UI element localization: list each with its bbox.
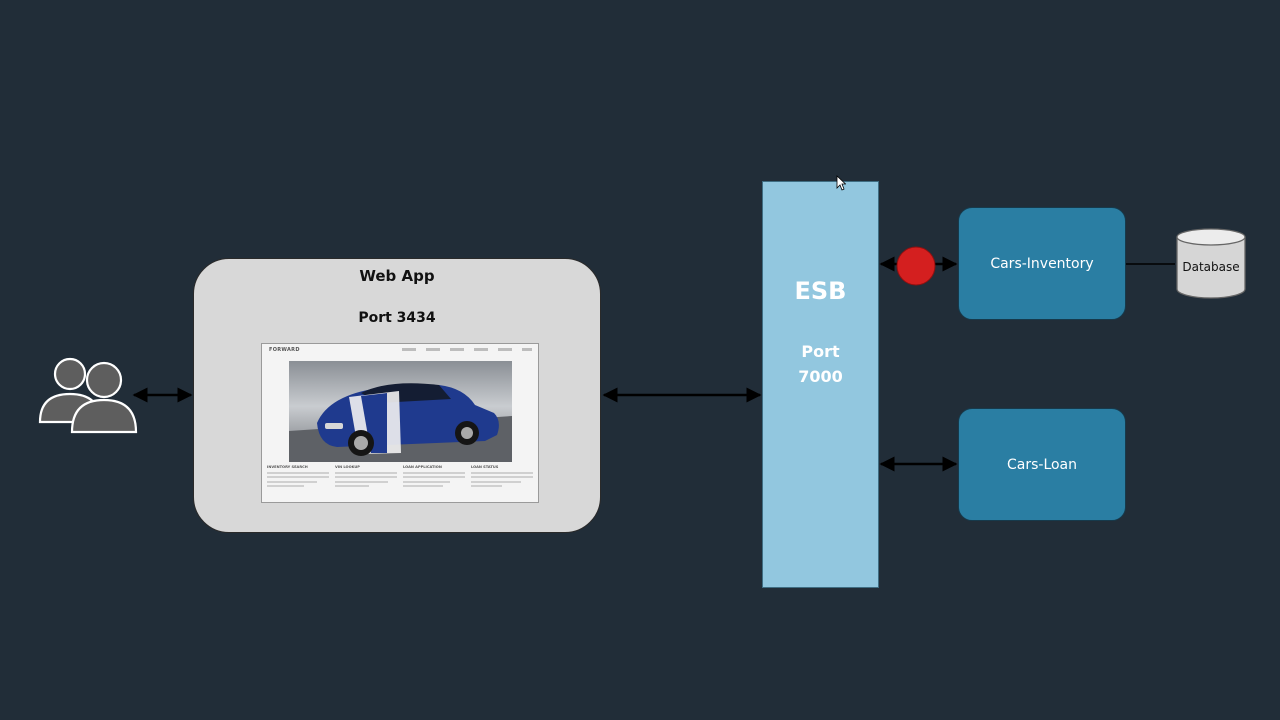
webapp-screenshot-column: LOAN STATUS [471,465,533,497]
webapp-screenshot-column: LOAN APPLICATION [403,465,465,497]
database-icon [1176,228,1246,299]
webapp-screenshot-logo: FORWARD [269,347,300,353]
service-cars-loan: Cars-Loan [958,408,1126,521]
service-label: Cars-Inventory [990,255,1094,272]
webapp-screenshot-nav [402,348,532,351]
esb-port-number: 7000 [798,367,843,386]
webapp-screenshot-column: INVENTORY SEARCH [267,465,329,497]
webapp-screenshot: FORWARD INVENTORY SEARCH [261,343,539,503]
webapp-title: Web App [359,267,435,285]
error-indicator-icon [896,246,936,286]
webapp-port: Port 3434 [358,310,436,326]
webapp-screenshot-column: VIN LOOKUP [335,465,397,497]
database-label: Database [1182,260,1240,274]
cursor-icon [836,175,846,191]
esb-title: ESB [794,277,847,305]
car-image [289,361,512,462]
esb-node: ESB Port 7000 [762,181,879,588]
webapp-node: Web App Port 3434 FORWARD [193,258,601,533]
service-cars-inventory: Cars-Inventory [958,207,1126,320]
users-icon [38,357,138,434]
esb-port: Port 7000 [763,339,878,389]
service-label: Cars-Loan [1006,456,1078,473]
esb-port-label: Port [801,342,840,361]
